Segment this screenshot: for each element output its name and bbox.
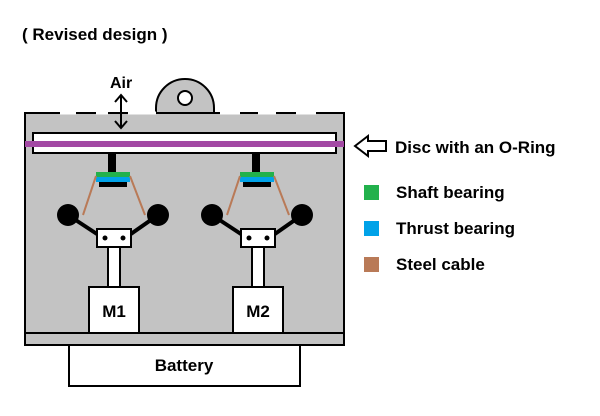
flyweight — [291, 204, 313, 226]
shaft-bearing — [96, 172, 130, 177]
battery — [68, 344, 301, 387]
thrust-bearing — [96, 177, 130, 182]
o-ring — [25, 141, 344, 147]
steel-cable — [273, 175, 290, 216]
motor-shaft — [107, 246, 121, 288]
shaft — [252, 153, 260, 173]
flyweight — [57, 204, 79, 226]
coupling — [240, 228, 276, 248]
coupling — [96, 228, 132, 248]
steel-cable — [82, 175, 97, 216]
bearing-base — [99, 182, 127, 187]
steel-cable — [226, 175, 241, 216]
air-label: Air — [110, 75, 132, 92]
thrust-bearing — [240, 177, 274, 182]
shaft — [108, 153, 116, 173]
mechanism-right: M2 — [201, 153, 313, 334]
legend-swatch-thrust-bearing — [364, 221, 379, 236]
floor-plate — [24, 332, 345, 346]
motor-label: M1 — [102, 302, 126, 321]
motor-m1 — [88, 286, 140, 334]
motor-m2 — [232, 286, 284, 334]
legend-label: Shaft bearing — [396, 183, 505, 202]
flyweight — [147, 204, 169, 226]
legend-swatch-steel-cable — [364, 257, 379, 272]
bearing-base — [243, 182, 271, 187]
knob-icon — [155, 78, 215, 115]
hollow-arrow-icon — [353, 133, 387, 159]
mechanism-left: M1 — [57, 153, 169, 334]
steel-cable — [129, 175, 146, 216]
disc-label: Disc with an O-Ring — [395, 138, 556, 157]
battery-label: Battery — [155, 356, 214, 375]
motor-label: M2 — [246, 302, 270, 321]
motor-shaft — [251, 246, 265, 288]
flyweight — [201, 204, 223, 226]
shaft-bearing — [240, 172, 274, 177]
double-arrow-icon — [114, 93, 128, 130]
legend-label: Steel cable — [396, 255, 485, 274]
legend: Shaft bearing Thrust bearing Steel cable — [364, 183, 515, 274]
legend-swatch-shaft-bearing — [364, 185, 379, 200]
diagram-title: ( Revised design ) — [22, 25, 167, 44]
legend-label: Thrust bearing — [396, 219, 515, 238]
